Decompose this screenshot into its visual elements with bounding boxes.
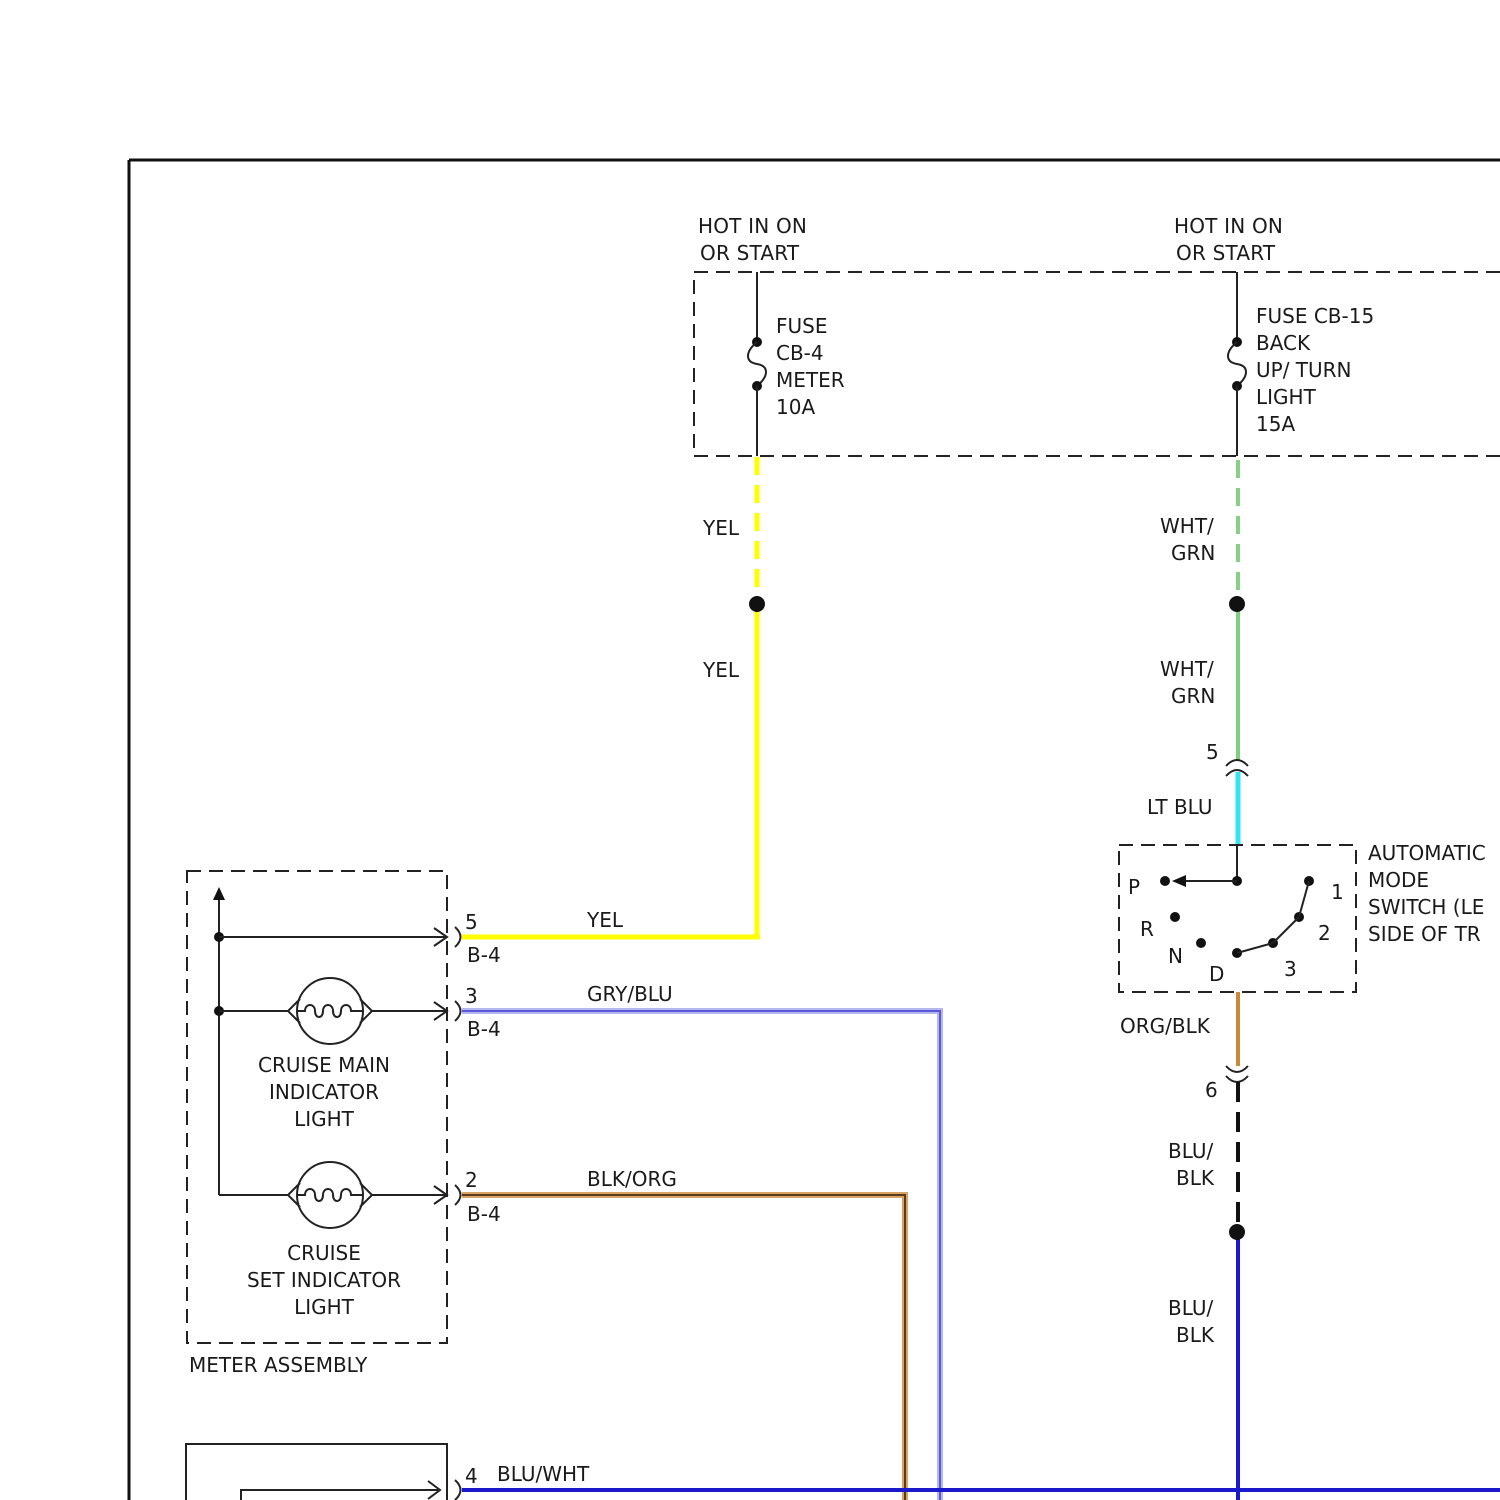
fuse-cb4-label-4: 10A xyxy=(776,395,815,419)
gry-blu-label: GRY/BLU xyxy=(587,982,673,1006)
cruise-set-bulb-icon xyxy=(288,1162,372,1228)
mode-switch-contacts xyxy=(1160,845,1314,958)
mode-switch-title-1: AUTOMATIC xyxy=(1368,841,1486,865)
fuse-cb15-label-1: FUSE CB-15 xyxy=(1256,304,1374,328)
org-blk-label: ORG/BLK xyxy=(1120,1014,1211,1038)
fuse-cb4-label-2: CB-4 xyxy=(776,341,824,365)
pin-3-label: 3 xyxy=(465,984,478,1008)
yel-upper-label: YEL xyxy=(702,516,740,540)
b4-label-c: B-4 xyxy=(467,1202,501,1226)
mode-switch-title-3: SWITCH (LE xyxy=(1368,895,1484,919)
blu-blk-lower-label-1: BLU/ xyxy=(1168,1296,1214,1320)
blu-blk-upper-label-1: BLU/ xyxy=(1168,1139,1214,1163)
lt-blu-label: LT BLU xyxy=(1147,795,1212,819)
blu-wht-label: BLU/WHT xyxy=(497,1462,590,1486)
fuse-cb15-label-4: LIGHT xyxy=(1256,385,1317,409)
meter-connector-terminals xyxy=(455,927,461,1500)
wht-grn-splice-point xyxy=(1229,596,1245,612)
right-source-label-line2: OR START xyxy=(1176,241,1276,265)
pin-4-label: 4 xyxy=(465,1464,478,1488)
connector-6-symbol xyxy=(1226,1066,1248,1082)
cruise-main-label-2: INDICATOR xyxy=(269,1080,379,1104)
mode-switch-title-2: MODE xyxy=(1368,868,1429,892)
wht-grn-upper-label-2: GRN xyxy=(1171,541,1215,565)
mode-switch-contact-2: 2 xyxy=(1318,921,1331,945)
right-source-label-line1: HOT IN ON xyxy=(1174,214,1283,238)
mode-switch-pos-n: N xyxy=(1168,944,1183,968)
connector-5-label: 5 xyxy=(1206,740,1219,764)
fuse-cb15-symbol xyxy=(1228,272,1246,456)
wht-grn-lower-label-2: GRN xyxy=(1171,684,1215,708)
wht-grn-lower-label-1: WHT/ xyxy=(1160,657,1214,681)
cruise-set-label-3: LIGHT xyxy=(294,1295,355,1319)
b4-label-b: B-4 xyxy=(467,1017,501,1041)
left-source-label-line1: HOT IN ON xyxy=(698,214,807,238)
fuse-cb15-label-3: UP/ TURN xyxy=(1256,358,1352,382)
b4-label-a: B-4 xyxy=(467,943,501,967)
mode-switch-pos-p: P xyxy=(1128,875,1140,899)
fuse-cb15-label-5: 15A xyxy=(1256,412,1295,436)
mode-switch-title-4: SIDE OF TR xyxy=(1368,922,1481,946)
fuse-cb4-label-3: METER xyxy=(776,368,845,392)
gry-blu-wire xyxy=(462,1011,940,1500)
meter-assembly-title: METER ASSEMBLY xyxy=(189,1353,368,1377)
fuse-cb4-label-1: FUSE xyxy=(776,314,827,338)
cruise-set-label-2: SET INDICATOR xyxy=(247,1268,401,1292)
wht-grn-upper-label-1: WHT/ xyxy=(1160,514,1214,538)
blu-blk-lower-label-2: BLK xyxy=(1176,1323,1215,1347)
fuse-cb15-label-2: BACK xyxy=(1256,331,1311,355)
cruise-main-label-3: LIGHT xyxy=(294,1107,355,1131)
yel-lower-label: YEL xyxy=(702,658,740,682)
yel-horizontal-label: YEL xyxy=(586,908,624,932)
blk-org-label: BLK/ORG xyxy=(587,1167,677,1191)
mode-switch-pos-d: D xyxy=(1209,962,1224,986)
pin-5-label: 5 xyxy=(465,910,478,934)
meter-internal-bus xyxy=(213,887,447,1204)
blu-blk-upper-label-2: BLK xyxy=(1176,1166,1215,1190)
blu-blk-splice-point xyxy=(1229,1224,1245,1240)
blk-org-wire xyxy=(462,1195,905,1500)
mode-switch-contact-1: 1 xyxy=(1331,880,1344,904)
pin-2-label: 2 xyxy=(465,1168,478,1192)
mode-switch-pos-r: R xyxy=(1140,917,1154,941)
cruise-main-label-1: CRUISE MAIN xyxy=(258,1053,390,1077)
yel-splice-point xyxy=(749,596,765,612)
connector-6-label: 6 xyxy=(1205,1078,1218,1102)
lower-component-box xyxy=(186,1444,447,1500)
cruise-set-label-1: CRUISE xyxy=(287,1241,361,1265)
left-source-label-line2: OR START xyxy=(700,241,800,265)
cruise-main-bulb-icon xyxy=(288,978,372,1044)
fuse-cb4-symbol xyxy=(748,272,766,456)
mode-switch-contact-3: 3 xyxy=(1284,957,1297,981)
